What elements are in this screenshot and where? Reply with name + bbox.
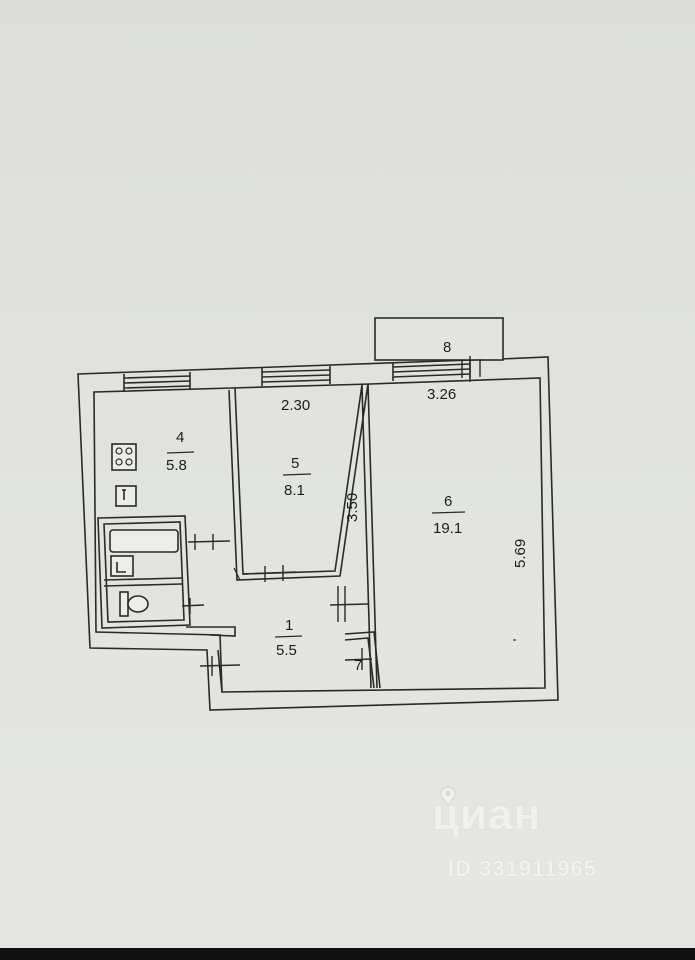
room-4-area: 5.8 xyxy=(166,457,187,474)
location-pin-icon xyxy=(440,786,456,806)
dimension-room-6-depth: 5.69 xyxy=(512,539,529,568)
kitchen-sink-icon xyxy=(115,485,137,507)
inner-wall-outline xyxy=(93,377,546,693)
bottom-bar xyxy=(0,948,695,960)
room-6-area: 19.1 xyxy=(433,520,462,537)
room-1-number: 1 xyxy=(285,617,293,634)
room-6-left-wall xyxy=(361,383,378,689)
room-8-number: 8 xyxy=(443,339,451,356)
balcony-8 xyxy=(374,317,504,361)
outer-wall xyxy=(77,356,559,711)
dimension-room-6-width: 3.26 xyxy=(427,386,456,403)
dimension-room-5-width: 2.30 xyxy=(281,397,310,414)
toilet-tank-icon xyxy=(119,591,129,617)
bathroom-divider xyxy=(103,577,183,587)
watermark-listing-id: ID 331911965 xyxy=(448,856,598,881)
room-6-number: 6 xyxy=(444,493,452,510)
door-markers xyxy=(181,356,481,676)
room-4-number: 4 xyxy=(176,429,184,446)
bathroom-block xyxy=(97,515,191,629)
stove-burners-icon xyxy=(115,447,133,466)
room-5-area: 8.1 xyxy=(284,482,305,499)
room-1-area: 5.5 xyxy=(276,642,297,659)
closet-7 xyxy=(344,631,381,689)
room-5-number: 5 xyxy=(291,455,299,472)
dimension-room-5-depth: 3.50 xyxy=(344,493,361,522)
watermark: циан ID 331911965 xyxy=(412,786,652,886)
watermark-brand: циан xyxy=(432,790,542,839)
toilet-bowl-icon xyxy=(127,595,149,613)
bathtub-icon xyxy=(109,529,179,553)
sink-icon xyxy=(110,555,134,577)
stove-icon xyxy=(111,443,137,471)
windows xyxy=(123,360,471,392)
hall-wall xyxy=(186,626,236,693)
room-7-number: 7 xyxy=(354,657,362,674)
fraction-lines xyxy=(166,451,466,638)
